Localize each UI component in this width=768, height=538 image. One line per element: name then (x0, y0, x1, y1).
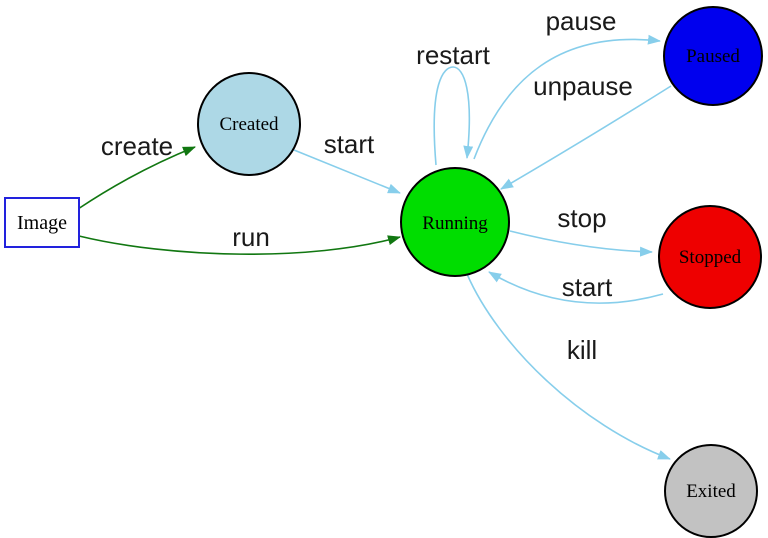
edge-stop (509, 230, 653, 257)
node-exited: Exited (664, 444, 758, 538)
image-node-box (4, 197, 80, 248)
edge-start-created-running (293, 149, 401, 194)
edge-restart-self-loop (433, 66, 474, 166)
edge-pause (473, 34, 661, 160)
edge-labels-layer: create run start restart pause unpause s… (101, 6, 633, 365)
edge-create (77, 146, 196, 210)
exited-state-circle (664, 444, 758, 538)
edge-label-restart: restart (416, 40, 490, 70)
edges-layer (77, 34, 672, 460)
stopped-state-circle (658, 205, 762, 309)
edge-label-run: run (232, 222, 270, 252)
edge-label-unpause: unpause (533, 71, 633, 101)
image-node-label: Image (17, 212, 67, 234)
edge-label-create: create (101, 131, 173, 161)
node-stopped: Stopped (658, 205, 762, 309)
created-state-label: Created (219, 114, 279, 135)
edge-run (78, 235, 401, 255)
stopped-state-label: Stopped (679, 247, 742, 268)
edge-unpause (500, 85, 672, 190)
edge-label-start-2: start (562, 272, 613, 302)
nodes-layer: Image Created Running Paused Stopped Exi (4, 6, 763, 538)
edge-label-kill: kill (567, 335, 597, 365)
edge-label-stop: stop (557, 203, 606, 233)
edge-kill (466, 273, 671, 460)
running-state-circle (400, 167, 510, 277)
node-running: Running (400, 167, 510, 277)
node-image: Image (4, 197, 80, 248)
node-paused: Paused (663, 6, 763, 106)
edge-label-pause: pause (546, 6, 617, 36)
running-state-label: Running (422, 213, 488, 234)
paused-state-label: Paused (686, 46, 740, 67)
edge-start-stopped-running (488, 271, 664, 304)
paused-state-circle (663, 6, 763, 106)
node-created: Created (197, 72, 301, 176)
edge-label-start-1: start (324, 129, 375, 159)
exited-state-label: Exited (686, 481, 736, 502)
created-state-circle (197, 72, 301, 176)
